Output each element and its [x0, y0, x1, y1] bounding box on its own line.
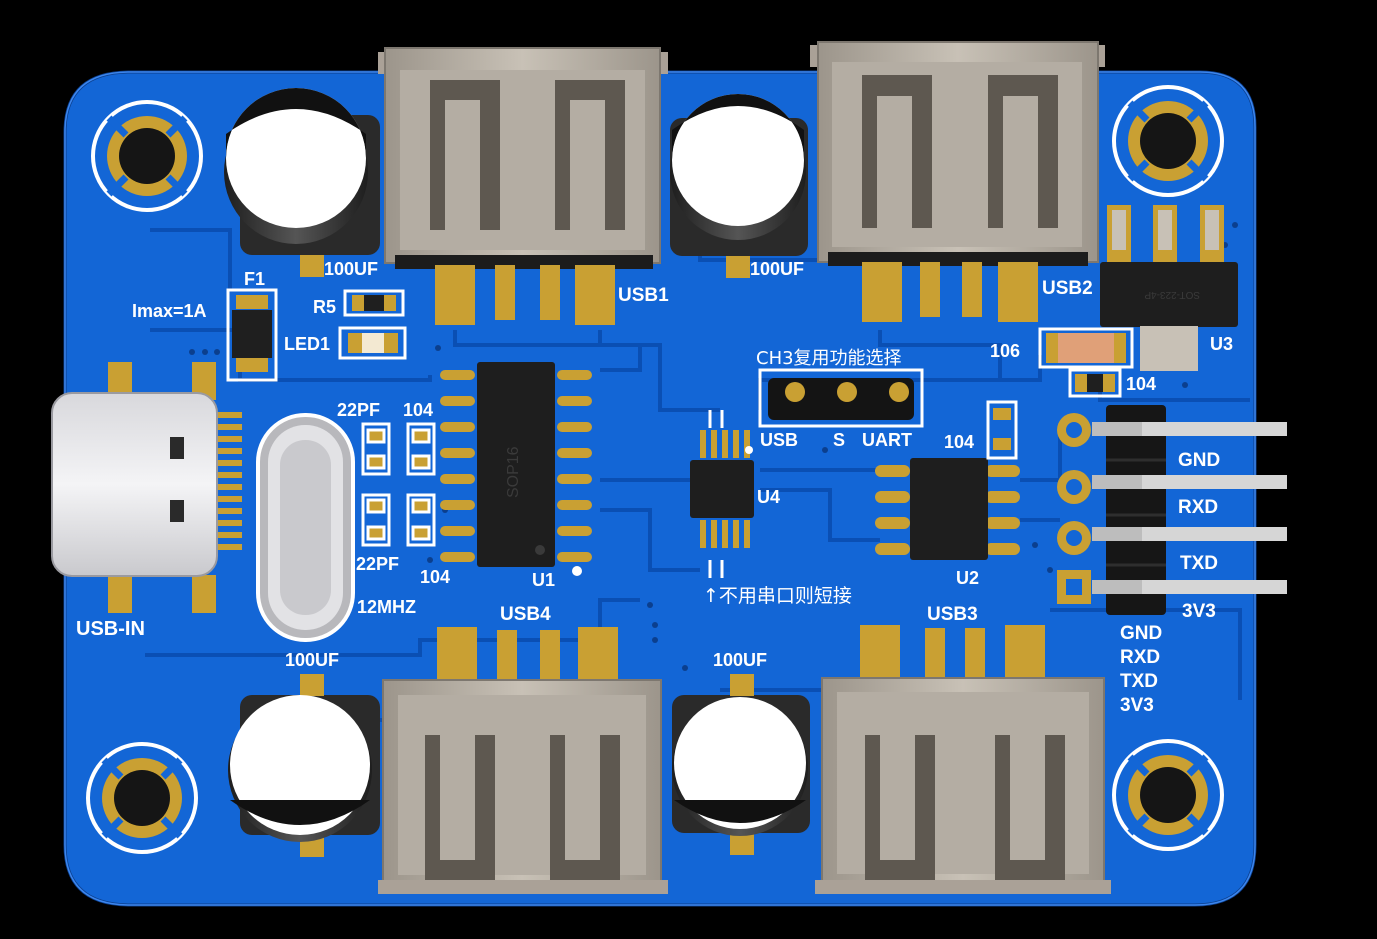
label-imax: Imax=1A	[132, 301, 207, 321]
label-sot223: SOT-223-4P	[1144, 289, 1200, 300]
label-crystal: 12MHZ	[357, 597, 416, 617]
usb-port-4	[378, 627, 668, 894]
label-usb3: USB3	[927, 604, 978, 625]
cap-104-bottom	[406, 493, 436, 547]
label-fuse: F1	[244, 269, 265, 289]
label-list-rxd: RXD	[1120, 647, 1160, 668]
resistor-r5	[343, 289, 405, 317]
label-106: 106	[990, 341, 1020, 361]
label-header-gnd: GND	[1178, 450, 1220, 471]
label-jumper-usb: USB	[760, 430, 798, 450]
label-header-rxd: RXD	[1178, 497, 1218, 518]
label-cap-bottom-mid: 100UF	[713, 650, 767, 670]
chip-u1-sop16	[440, 362, 592, 576]
label-usb2: USB2	[1042, 278, 1093, 299]
mounting-hole-bottom-left	[86, 742, 198, 854]
label-usb4: USB4	[500, 604, 551, 625]
label-list-3v3: 3V3	[1120, 695, 1154, 716]
label-u3: U3	[1210, 334, 1233, 354]
label-r5: R5	[313, 297, 336, 317]
label-22pf-top: 22PF	[337, 400, 380, 420]
label-usb-in: USB-IN	[76, 618, 145, 640]
label-cap-bottom-left: 100UF	[285, 650, 339, 670]
label-cap-top-mid: 100UF	[750, 259, 804, 279]
label-u1: U1	[532, 570, 555, 590]
cap-104-u3	[1068, 368, 1122, 398]
label-jumper-uart: UART	[862, 430, 912, 450]
label-ch3-title: CH3复用功能选择	[756, 348, 902, 369]
usb-port-2	[810, 41, 1105, 322]
label-header-txd: TXD	[1180, 553, 1218, 574]
label-22pf-bottom: 22PF	[356, 554, 399, 574]
capacitor-bottom-mid	[672, 674, 810, 855]
mounting-hole-bottom-right	[1112, 739, 1224, 851]
mounting-hole-top-right	[1112, 85, 1224, 197]
usb-port-1	[378, 47, 668, 325]
cap-104-u2	[986, 400, 1018, 460]
label-sop16: SOP16	[505, 446, 522, 498]
label-u4: U4	[757, 487, 780, 507]
cap-106	[1038, 327, 1134, 369]
usb-port-3	[815, 625, 1111, 894]
chip-u2	[875, 458, 1020, 560]
cap-104-top	[406, 422, 436, 476]
label-cap-top-left: 100UF	[324, 259, 378, 279]
label-led1: LED1	[284, 334, 330, 354]
label-list-txd: TXD	[1120, 671, 1158, 692]
label-list-gnd: GND	[1120, 623, 1162, 644]
crystal-12mhz	[256, 413, 355, 642]
pin-header-uart	[1057, 405, 1287, 615]
mounting-hole-top-left	[91, 100, 203, 212]
label-jumper-s: S	[833, 430, 845, 450]
cap-22pf-bottom	[361, 493, 391, 547]
capacitor-top-mid	[670, 94, 808, 278]
label-104-bottom: 104	[420, 567, 450, 587]
label-short-note: ↑不用串口则短接	[703, 585, 852, 607]
chip-u3	[1100, 205, 1238, 371]
led-1	[338, 326, 407, 360]
label-usb1: USB1	[618, 285, 669, 306]
chip-u4	[690, 410, 754, 578]
label-u2: U2	[956, 568, 979, 588]
capacitor-top-left	[224, 88, 380, 277]
label-104-top: 104	[403, 400, 433, 420]
cap-22pf-top	[361, 422, 391, 476]
fuse-f1	[226, 288, 278, 382]
usb-c-connector	[51, 362, 242, 613]
label-104-u2: 104	[944, 432, 974, 452]
capacitor-bottom-left	[228, 674, 380, 857]
label-header-3v3: 3V3	[1182, 601, 1216, 622]
jumper-ch3	[758, 368, 924, 428]
label-104-u3: 104	[1126, 374, 1156, 394]
